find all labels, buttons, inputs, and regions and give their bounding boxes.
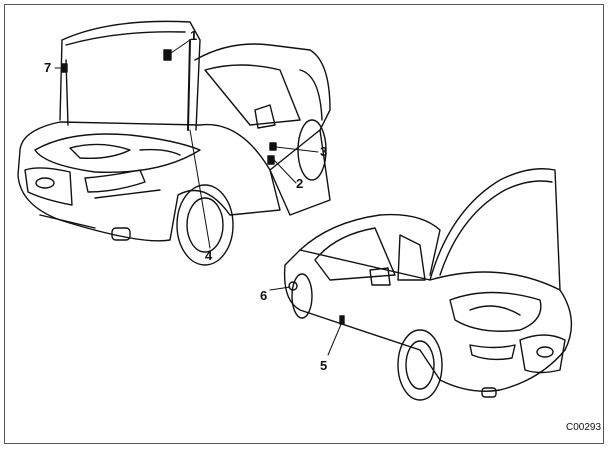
figure-frame xyxy=(4,4,604,444)
open-hood xyxy=(59,20,201,131)
grille xyxy=(24,167,73,206)
front-wheel xyxy=(397,329,443,401)
leader-lines xyxy=(54,39,343,356)
headlight xyxy=(84,169,146,193)
callout-4: 4 xyxy=(205,248,213,263)
headlight xyxy=(469,344,516,361)
side xyxy=(269,129,331,216)
engine-bay xyxy=(34,133,201,174)
figure-code: C00293 xyxy=(566,422,602,433)
callout-2: 2 xyxy=(296,176,304,191)
grille xyxy=(519,334,566,374)
engine-bay xyxy=(449,291,542,332)
callout-1: 1 xyxy=(190,28,198,43)
callout-5: 5 xyxy=(320,358,328,373)
callout-3: 3 xyxy=(320,144,328,159)
front-body xyxy=(17,121,281,242)
roof xyxy=(194,43,331,131)
front-wheel xyxy=(176,184,234,266)
callout-7: 7 xyxy=(44,60,52,75)
body xyxy=(283,249,573,392)
front-car-drawing xyxy=(17,20,331,266)
rear-wheel xyxy=(291,273,313,319)
roof xyxy=(299,213,441,276)
open-hood xyxy=(429,168,561,291)
callout-6: 6 xyxy=(260,288,268,303)
hood-strut xyxy=(187,39,191,131)
rear-car-drawing xyxy=(283,168,573,401)
